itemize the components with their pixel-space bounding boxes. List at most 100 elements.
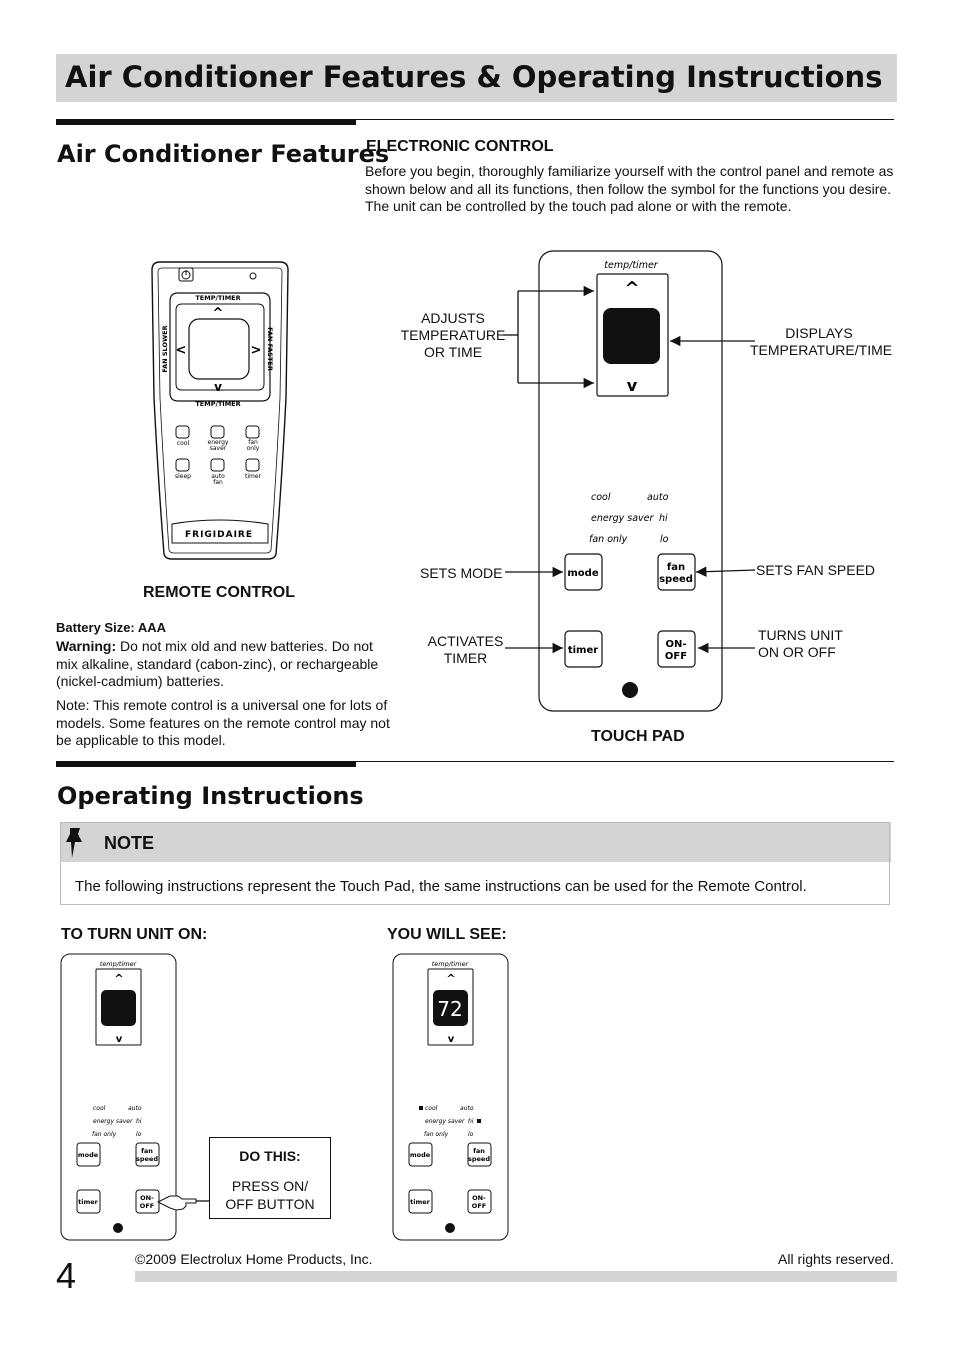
svg-text:fan: fan [213,479,223,486]
svg-text:hi: hi [468,1118,474,1125]
tp-timer-button [564,630,603,668]
small-display-on [433,990,468,1026]
remote-btn-sleep: sleep [175,473,191,480]
warning-label: Warning: [56,638,117,654]
svg-text:ON-: ON- [472,1194,486,1202]
section-rule-thick [56,119,356,125]
callout-displays: DISPLAYS TEMPERATURE/TIME [750,325,893,358]
remote-up-icon: ^ [213,306,224,321]
svg-text:mode: mode [78,1151,99,1159]
footer-bar [135,1271,897,1282]
tp-onoff-button [657,630,696,668]
svg-text:mode: mode [410,1151,431,1159]
svg-text:v: v [448,1034,455,1045]
remote-control-illustration: TEMP/TIMER TEMP/TIMER ^ v < > FAN SLOWER… [151,261,289,560]
remote-down-icon: v [214,380,222,394]
remote-left-icon: < [176,343,187,358]
svg-text:fan: fan [141,1147,153,1155]
remote-caption: REMOTE CONTROL [143,584,295,601]
callout-activates-timer: ACTIVATES TIMER [427,633,504,666]
callout-adjusts: ADJUSTS TEMPERATURE OR TIME [400,310,506,360]
tp-indicator [622,682,638,698]
svg-text:cool: cool [93,1105,106,1112]
svg-text:only: only [247,445,260,452]
op-rule-thick [56,761,356,767]
svg-text:fan: fan [248,439,258,446]
battery-value: : AAA [130,620,167,635]
touch-pad-illustration: temp/timer ^ v cool auto energy saver hi… [538,250,723,712]
do-this-title: DO THIS: [239,1148,301,1164]
touchpad-small-before: temp/timer ^ v cool auto energy saver hi… [60,953,177,1241]
svg-text:OFF: OFF [472,1202,486,1210]
svg-text:v: v [116,1034,123,1045]
do-this-text: PRESS ON/ OFF BUTTON [225,1178,315,1212]
svg-text:ON-: ON- [665,639,686,650]
cool-indicator [419,1106,423,1110]
remote-right-icon: > [251,343,262,358]
small-display-off [101,990,136,1026]
svg-text:energy saver: energy saver [93,1118,133,1125]
svg-text:timer: timer [568,645,598,656]
header-bar: Air Conditioner Features & Operating Ins… [56,54,897,102]
tp-lbl-lo: lo [660,534,669,545]
tp-lbl-hi: hi [659,513,668,524]
svg-text:auto: auto [460,1105,474,1112]
note-box [60,822,890,905]
svg-text:saver: saver [210,445,227,452]
remote-dpad-center [188,318,250,380]
remote-btn-cool: cool [177,440,190,447]
svg-text:energy saver: energy saver [425,1118,465,1125]
note-header-bar [60,822,891,862]
svg-text:energy: energy [208,439,229,446]
remote-temp-timer-top: TEMP/TIMER [195,294,240,302]
svg-text:cool: cool [425,1105,438,1112]
svg-text:speed: speed [468,1155,490,1163]
op-rule-thin [356,761,894,762]
tp-mode-button [564,553,603,591]
svg-text:speed: speed [136,1155,158,1163]
do-this-box: DO THIS: PRESS ON/ OFF BUTTON [209,1137,331,1219]
hi-indicator [477,1119,481,1123]
svg-text:temp/timer: temp/timer [100,960,138,968]
svg-text:auto: auto [211,473,225,480]
electronic-control-text: Before you begin, thoroughly familiarize… [365,163,894,214]
tp-lbl-cool: cool [591,492,611,503]
tp-fan-button [657,553,696,591]
copyright: ©2009 Electrolux Home Products, Inc. [135,1251,373,1267]
battery-label: Battery Size [56,620,131,635]
tp-lbl-auto: auto [647,492,669,503]
turn-on-title: TO TURN UNIT ON: [61,926,208,943]
operating-heading: Operating Instructions [57,782,364,810]
svg-text:auto: auto [128,1105,142,1112]
touchpad-caption: TOUCH PAD [591,728,685,745]
svg-text:lo: lo [468,1131,474,1138]
electronic-control-title: ELECTRONIC CONTROL [366,138,554,155]
tp-lbl-energy: energy saver [591,513,655,524]
features-heading: Air Conditioner Features [57,140,390,168]
touchpad-small-after: temp/timer 72 ^ v cool auto energy saver… [392,953,509,1241]
svg-text:OFF: OFF [140,1202,154,1210]
you-will-see-title: YOU WILL SEE: [387,926,507,943]
svg-text:timer: timer [410,1198,431,1206]
remote-fan-faster: FAN FASTER [266,327,274,371]
svg-text:fan only: fan only [424,1131,449,1138]
remote-led [249,272,257,280]
svg-text:OFF: OFF [665,651,687,662]
remote-note: Note: This remote control is a universal… [56,697,390,748]
warning-text: Do not mix old and new batteries. Do not… [56,638,379,689]
svg-text:fan: fan [667,562,685,573]
pointing-hand-icon [156,1195,210,1211]
note-text: The following instructions represent the… [75,878,807,895]
battery-warning: Warning: Do not mix old and new batterie… [56,638,396,691]
note-title: NOTE [104,833,155,853]
svg-text:temp/timer: temp/timer [432,960,470,968]
tp-display [603,308,660,364]
svg-text:fan: fan [473,1147,485,1155]
display-value: 72 [437,997,462,1021]
tp-down-icon: v [627,376,638,395]
remote-btn-timer: timer [245,473,262,480]
section-rule-thin [356,119,894,120]
svg-text:fan only: fan only [92,1131,117,1138]
svg-text:^: ^ [446,972,455,985]
pushpin-icon [66,828,82,858]
